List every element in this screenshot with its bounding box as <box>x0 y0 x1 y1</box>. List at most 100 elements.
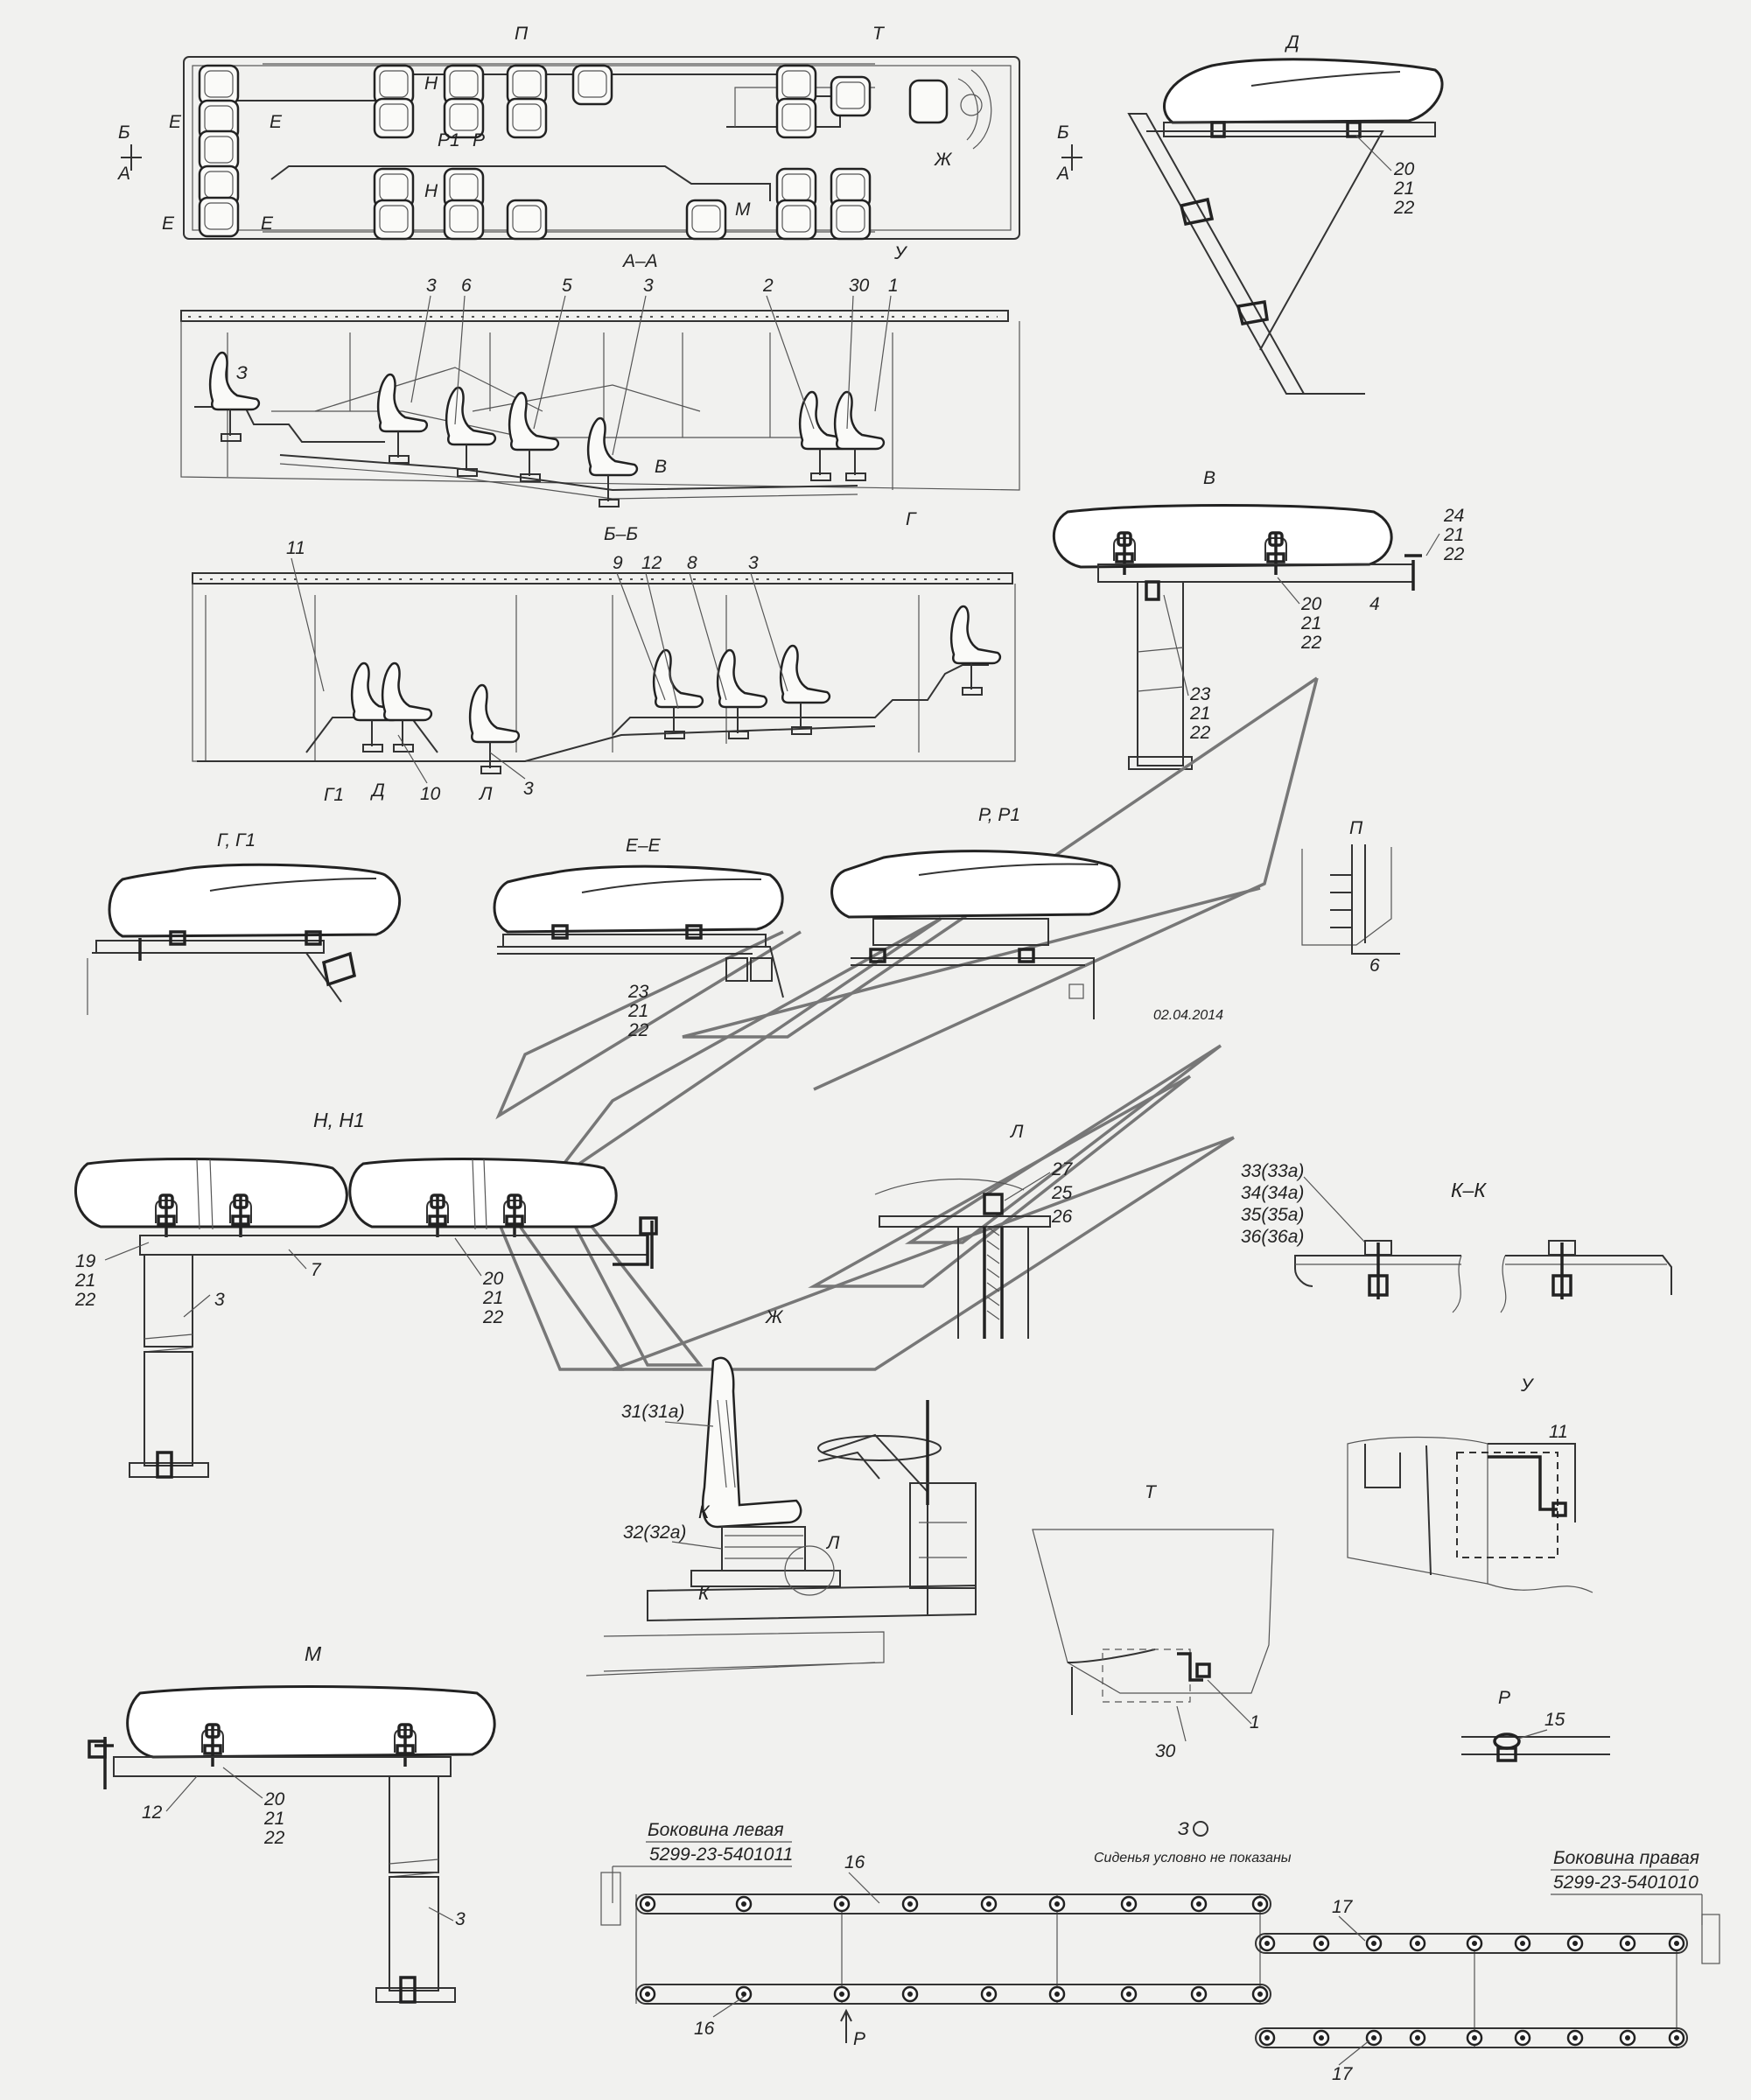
view-kk-item-33: 33(33а) <box>1241 1161 1304 1181</box>
view-m-item-20: 20 <box>263 1789 285 1810</box>
bb-item-10: 10 <box>420 784 441 804</box>
view-ee-item-22: 22 <box>627 1020 649 1040</box>
view-d-item-21: 21 <box>1393 178 1414 199</box>
driver-seat-item-31: 31(31а) <box>621 1402 684 1422</box>
plan-callout-t: Т <box>872 24 886 44</box>
view-z-left-side-label: Боковина левая <box>648 1820 784 1840</box>
plan-section-a-left: А <box>116 164 130 184</box>
view-n-item-20: 20 <box>482 1269 504 1289</box>
view-l-item-25: 25 <box>1051 1183 1073 1203</box>
plan-section-b-right: Б <box>1057 122 1069 143</box>
view-n-item-21a: 21 <box>74 1270 95 1291</box>
view-z-rail-16-upper: 16 <box>844 1852 865 1872</box>
rail-lower-right <box>1255 2027 1688 2048</box>
plan-callout-r: Р <box>473 130 485 150</box>
view-r-r1: Р, Р1 02.04.2014 <box>830 805 1223 1023</box>
view-d: Д 20 21 22 <box>1127 32 1444 395</box>
driver-seat-mark-k1: К <box>698 1502 711 1522</box>
section-b-b: Б–Б 11 9 12 8 3 10 3 Г1 Д Л <box>192 524 1016 805</box>
view-kk-item-35: 35(35а) <box>1241 1205 1304 1225</box>
rail-upper-right <box>1255 1933 1688 1954</box>
rail-lower-left <box>635 1984 1271 2005</box>
view-z-title: З <box>1178 1819 1189 1839</box>
view-z-right-side-label: Боковина правая <box>1553 1848 1699 1868</box>
view-v-item-4: 4 <box>1369 594 1380 614</box>
aa-item-5: 5 <box>562 276 572 296</box>
aa-item-3b: 3 <box>643 276 654 296</box>
view-p-title: П <box>1349 818 1363 838</box>
view-v-item-21c: 21 <box>1189 704 1210 724</box>
view-p: П 6 <box>1301 818 1400 976</box>
view-r-item-15: 15 <box>1544 1710 1565 1730</box>
view-v-item-22c: 22 <box>1189 723 1211 743</box>
aa-item-6: 6 <box>461 276 472 296</box>
view-v-item-20: 20 <box>1300 594 1322 614</box>
view-rr-title: Р, Р1 <box>978 805 1020 825</box>
plan-section-e3: Е <box>162 214 175 234</box>
aa-item-3a: 3 <box>426 276 437 296</box>
section-bb-title: Б–Б <box>604 524 638 544</box>
view-g-title: Г, Г1 <box>217 830 256 850</box>
bb-item-8: 8 <box>687 553 697 573</box>
view-r: Р 15 <box>1461 1688 1610 1762</box>
view-m-item-12: 12 <box>142 1802 163 1823</box>
view-z: З Сиденья условно не показаны Боковина л… <box>600 1819 1720 2084</box>
view-d-item-20: 20 <box>1393 159 1415 179</box>
view-n-item-3: 3 <box>214 1290 225 1310</box>
view-ee-item-23: 23 <box>627 982 649 1002</box>
view-v-item-22b: 22 <box>1300 633 1322 653</box>
bb-item-11: 11 <box>286 538 305 558</box>
plan-callout-p: П <box>515 24 529 44</box>
view-n-title: Н, Н1 <box>313 1109 365 1131</box>
view-t: Т 1 30 <box>1032 1482 1274 1761</box>
plan-driver-area <box>908 69 992 150</box>
bb-view-g1: Г1 <box>324 785 344 805</box>
view-g: Г, Г1 <box>87 830 402 1015</box>
view-d-item-22: 22 <box>1393 198 1415 218</box>
bb-item-9: 9 <box>613 553 623 573</box>
driver-seat-assembly: 31(31а) 32(32а) К К Л <box>585 1356 977 1676</box>
plan-callout-zh: Ж <box>934 150 953 170</box>
bb-item-3b: 3 <box>523 779 534 799</box>
view-l-item-26: 26 <box>1051 1207 1073 1227</box>
view-p-item-6: 6 <box>1369 956 1380 976</box>
view-t-item-1: 1 <box>1250 1712 1260 1732</box>
view-v-item-24: 24 <box>1443 506 1464 526</box>
view-kk-item-34: 34(34а) <box>1241 1183 1304 1203</box>
view-z-rail-17-upper: 17 <box>1332 1897 1354 1917</box>
view-d-title: Д <box>1285 32 1299 52</box>
bb-item-3a: 3 <box>748 553 759 573</box>
view-u: У 11 <box>1347 1376 1593 1593</box>
plan-callout-n1: Н <box>424 181 438 201</box>
aa-item-30: 30 <box>849 276 870 296</box>
view-z-right-side-part: 5299-23-5401010 <box>1553 1872 1698 1893</box>
view-n-item-22a: 22 <box>74 1290 96 1310</box>
driver-seat-mark-l: Л <box>825 1533 840 1553</box>
view-m-item-22: 22 <box>263 1828 285 1848</box>
view-m-item-3: 3 <box>455 1909 466 1929</box>
driver-seat-item-32: 32(32а) <box>623 1522 686 1543</box>
view-m-title: М <box>305 1642 322 1665</box>
view-k-k: К–К 33(33а) 34(34а) 35(35а) 36(36а) <box>1241 1161 1672 1313</box>
view-t-item-30: 30 <box>1155 1741 1176 1761</box>
view-v: В 24 21 22 20 21 22 4 23 21 22 <box>1053 468 1465 770</box>
plan-callout-n: Н <box>424 74 438 94</box>
view-l-item-27: 27 <box>1051 1159 1074 1180</box>
aa-view-z: З <box>236 363 248 383</box>
view-v-item-22a: 22 <box>1443 544 1465 564</box>
plan-callout-m: М <box>735 200 751 220</box>
view-n: Н, Н1 19 21 22 3 7 20 21 22 <box>74 1109 658 1479</box>
view-u-title: У <box>1520 1376 1535 1396</box>
aa-item-1: 1 <box>888 276 899 296</box>
plan-section-e2: Е <box>270 112 283 132</box>
view-z-note: Сиденья условно не показаны <box>1094 1851 1292 1866</box>
view-kk-title: К–К <box>1451 1179 1487 1201</box>
plan-section-e1: Е <box>169 112 182 132</box>
view-t-title: Т <box>1145 1482 1158 1502</box>
bb-item-12: 12 <box>641 553 662 573</box>
view-z-rail-16-lower: 16 <box>694 2019 715 2039</box>
view-m: М 20 21 22 12 3 <box>88 1642 496 2004</box>
plan-view: П Т У Н Н Р1 Р М Ж Б А Е Е Е Е Б А <box>116 24 1082 263</box>
plan-section-b-left: Б <box>118 122 130 143</box>
view-z-rail-17-lower: 17 <box>1332 2064 1354 2084</box>
